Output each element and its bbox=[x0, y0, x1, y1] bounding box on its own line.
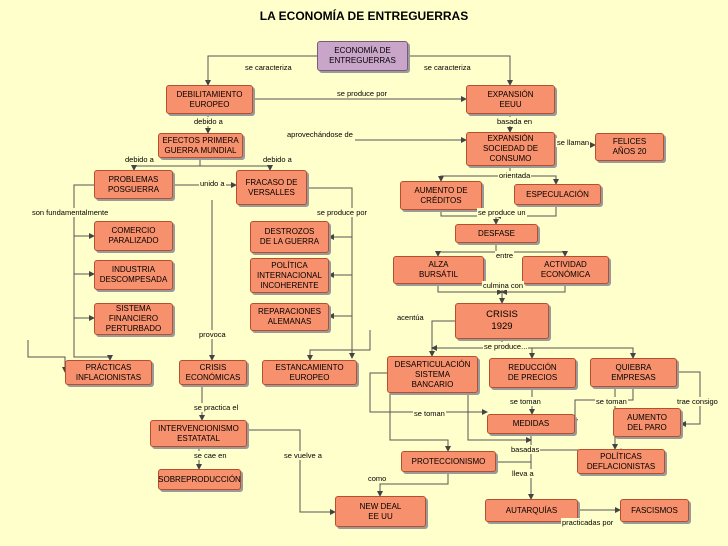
node-politicas-deflacionistas[interactable]: POLÍTICAS DEFLACIONISTAS bbox=[577, 449, 665, 474]
label-se-caracteriza-left: se caracteriza bbox=[244, 63, 293, 72]
label-se-vuelve-a: se vuelve a bbox=[283, 451, 323, 460]
label-debido-a-top: debido a bbox=[193, 117, 224, 126]
node-sobreproduccion[interactable]: SOBREPRODUCCIÓN bbox=[158, 469, 241, 490]
connector-line bbox=[501, 284, 566, 295]
node-efectos-primera-guerra[interactable]: EFECTOS PRIMERA GUERRA MUNDIAL bbox=[158, 133, 243, 158]
connector-line bbox=[200, 165, 273, 171]
connector-line bbox=[205, 55, 317, 86]
label-trae-consigo: trae consigo bbox=[676, 397, 719, 406]
label-se-produce: se produce... bbox=[483, 342, 529, 351]
label-basadas: basadas bbox=[510, 445, 541, 454]
label-como: como bbox=[367, 474, 388, 483]
connector-line bbox=[437, 284, 503, 295]
connector-line bbox=[307, 187, 355, 359]
connector-line bbox=[496, 251, 568, 257]
node-economia-entreguerras[interactable]: ECONOMÍA DE ENTREGUERRAS bbox=[317, 41, 408, 71]
connector-line bbox=[435, 243, 497, 257]
connector-line bbox=[440, 210, 499, 225]
connector-line bbox=[377, 472, 449, 497]
label-provoca: provoca bbox=[198, 330, 227, 339]
label-debido-a-left: debido a bbox=[124, 155, 155, 164]
node-industria-descompesada[interactable]: INDUSTRIA DESCOMPESADA bbox=[94, 260, 173, 290]
connector-line bbox=[73, 184, 113, 361]
node-crisis-1929[interactable]: CRISIS 1929 bbox=[455, 303, 549, 339]
label-se-produce-por-2: se produce por bbox=[316, 208, 369, 217]
label-se-toman-1: se toman bbox=[509, 397, 542, 406]
node-intervencionismo-estatal[interactable]: INTERVENCIONISMO ESTATATAL bbox=[150, 420, 247, 447]
node-reduccion-precios[interactable]: REDUCCIÓN DE PRECIOS bbox=[489, 358, 576, 388]
connector-line bbox=[502, 347, 636, 359]
node-crisis-economicas[interactable]: CRISIS ECONÓMICAS bbox=[179, 360, 247, 385]
node-expansion-sociedad-consumo[interactable]: EXPANSIÓN SOCIEDAD DE CONSUMO bbox=[466, 132, 555, 166]
label-se-toman-2: se toman bbox=[595, 397, 628, 406]
node-aumento-creditos[interactable]: AUMENTO DE CRÉDITOS bbox=[400, 181, 482, 210]
connector-line bbox=[307, 330, 371, 361]
node-actividad-economica[interactable]: ACTIVIDAD ECONÓMICA bbox=[522, 256, 609, 284]
label-basada-en: basada en bbox=[496, 117, 534, 126]
node-expansion-eeuu[interactable]: EXPANSIÓN EEUU bbox=[466, 85, 555, 114]
node-destrozos-guerra[interactable]: DESTROZOS DE LA GUERRA bbox=[250, 221, 329, 253]
node-autarquias[interactable]: AUTARQUÍAS bbox=[485, 499, 578, 522]
label-se-cae-en: se cae en bbox=[193, 451, 228, 460]
connector-line bbox=[467, 393, 532, 443]
node-felices-anos-20[interactable]: FELICES AÑOS 20 bbox=[595, 133, 664, 161]
label-se-toman-3: se toman bbox=[413, 409, 446, 418]
node-especulacion[interactable]: ESPECULACIÓN bbox=[514, 184, 601, 205]
node-practicas-inflacionistas[interactable]: PRÁCTICAS INFLACIONISTAS bbox=[65, 360, 152, 385]
label-debido-a-right: debido a bbox=[262, 155, 293, 164]
node-politica-internacional[interactable]: POLÍTICA INTERNACIONAL INCOHERENTE bbox=[250, 258, 329, 293]
node-alza-bursatil[interactable]: ALZA BURSÁTIL bbox=[393, 256, 484, 284]
connector-line bbox=[429, 320, 455, 357]
label-acentua: acentúa bbox=[396, 313, 425, 322]
node-fracaso-versalles[interactable]: FRACASO DE VERSALLES bbox=[236, 170, 307, 205]
node-quiebra-empresas[interactable]: QUIEBRA EMPRESAS bbox=[590, 358, 677, 387]
node-new-deal[interactable]: NEW DEAL EE UU bbox=[335, 496, 426, 527]
connector-line bbox=[27, 340, 68, 373]
label-lleva-a: lleva a bbox=[511, 469, 535, 478]
label-son-fundamentalmente: son fundamentalmente bbox=[31, 208, 110, 217]
label-aprovechandose-de: aprovechándose de bbox=[286, 130, 354, 139]
connector-line bbox=[247, 429, 336, 515]
label-culmina-con: culmina con bbox=[482, 281, 525, 290]
label-entre: entre bbox=[495, 251, 515, 260]
label-se-llaman: se llaman bbox=[556, 138, 591, 147]
node-desfase[interactable]: DESFASE bbox=[455, 224, 538, 243]
node-aumento-paro[interactable]: AUMENTO DEL PARO bbox=[613, 408, 681, 437]
node-fascismos[interactable]: FASCISMOS bbox=[620, 499, 689, 522]
connector-line bbox=[408, 55, 513, 86]
label-se-practica-el: se practica el bbox=[193, 403, 240, 412]
node-desarticulacion-bancario[interactable]: DESARTICULACIÓN SISTEMA BANCARIO bbox=[387, 356, 478, 393]
label-se-caracteriza-right: se caracteriza bbox=[423, 63, 472, 72]
node-comercio-paralizado[interactable]: COMERCIO PARALIZADO bbox=[94, 221, 173, 251]
node-problemas-posguerra[interactable]: PROBLEMAS POSGUERRA bbox=[94, 170, 173, 199]
node-sistema-financiero[interactable]: SISTEMA FINANCIERO PERTURBADO bbox=[94, 303, 173, 335]
node-reparaciones-alemanas[interactable]: REPARACIONES ALEMANAS bbox=[250, 303, 329, 331]
label-unido-a: unido a bbox=[199, 179, 226, 188]
page-title: LA ECONOMÍA DE ENTREGUERRAS bbox=[259, 9, 469, 23]
label-se-produce-por: se produce por bbox=[336, 89, 389, 98]
connector-line bbox=[389, 393, 451, 452]
node-estancamiento-europeo[interactable]: ESTANCAMIENTO EUROPEO bbox=[262, 360, 357, 385]
label-se-produce-un: se produce un bbox=[477, 208, 527, 217]
connector-line bbox=[131, 158, 201, 171]
node-debilitamiento-europeo[interactable]: DEBILITAMIENTO EUROPEO bbox=[166, 85, 253, 114]
label-practicadas-por: practicadas por bbox=[561, 518, 615, 527]
node-proteccionismo[interactable]: PROTECCIONISMO bbox=[401, 451, 496, 472]
node-medidas[interactable]: MEDIDAS bbox=[487, 414, 575, 434]
label-orientada: orientada bbox=[498, 171, 532, 180]
